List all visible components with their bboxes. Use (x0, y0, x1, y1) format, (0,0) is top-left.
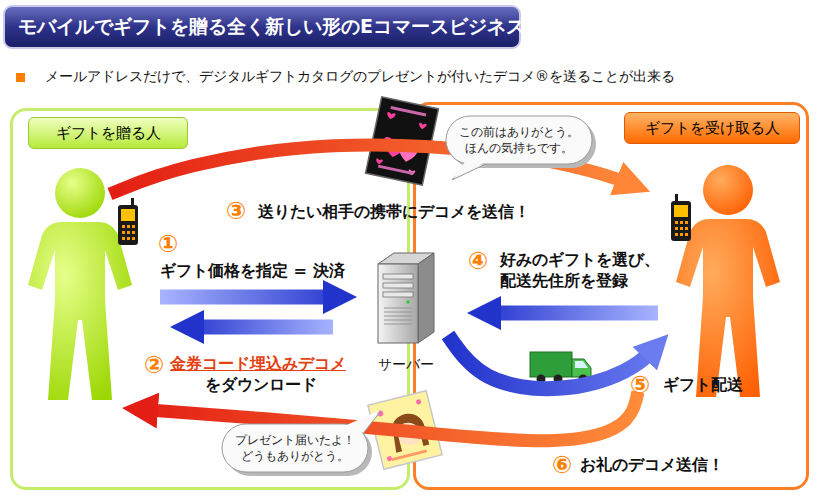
vent-line (384, 324, 412, 325)
delivery-arrow (448, 335, 658, 389)
phone-key (132, 231, 135, 234)
phone-screen (121, 209, 135, 221)
payment-arrow (160, 290, 342, 305)
server-node: サーバー (368, 250, 444, 374)
bubble-text: プレゼント届いたよ！ どうもありがとう。 (228, 432, 362, 464)
bubble-outline (222, 424, 368, 472)
figure-body (676, 219, 780, 397)
heart (375, 158, 383, 165)
truck-wheel (579, 375, 588, 384)
phone-key (675, 233, 678, 236)
card-line (378, 165, 414, 175)
server-side (418, 253, 434, 343)
sender-figure (28, 168, 132, 400)
phone-key (675, 227, 678, 230)
callout-number: ① (158, 232, 178, 256)
callout-number: ④ (468, 249, 488, 273)
delivery-truck (530, 352, 591, 384)
phone-body (118, 205, 138, 245)
phone-key (122, 231, 125, 234)
step-text: お礼のデコメ送信！ (580, 455, 724, 476)
girl-eye (413, 429, 417, 433)
vent-line (384, 312, 412, 313)
step-text: 金券コード埋込みデコメ (170, 354, 346, 375)
panel-heading: ギフトを受け取る人 (624, 112, 800, 144)
bullet-square (16, 73, 25, 82)
drive-bay (383, 292, 413, 297)
step-text: ギフト価格を指定 = 決済 (160, 261, 345, 282)
phone-key (127, 231, 130, 234)
connector-group (110, 145, 658, 441)
mobile-phone (118, 198, 138, 245)
card-line (390, 106, 426, 116)
phone-key (685, 227, 688, 230)
vent-line (384, 316, 412, 317)
mobile-phone (671, 194, 691, 241)
drive-bay (383, 283, 413, 288)
receiver-figure (676, 165, 780, 397)
truck-cargo (530, 352, 572, 377)
thanks-reply-arrow (135, 392, 638, 441)
callout-number: ⑤ (630, 373, 650, 397)
card-face (368, 391, 442, 470)
phone-key (675, 221, 678, 224)
truck-wheel (554, 375, 563, 384)
step-text: 送りたい相手の携帯にデコメを送信！ (258, 202, 530, 223)
server-symbol (368, 250, 444, 346)
vent-line (384, 320, 412, 321)
heart (386, 112, 396, 120)
callout-number: ② (144, 353, 164, 377)
card-dot (416, 399, 422, 405)
diagram-title: モバイルでギフトを贈る全く新しい形のEコマースビジネス (18, 14, 525, 40)
phone-key (122, 225, 125, 228)
thanks-card (368, 391, 442, 470)
bullet-text: メールアドレスだけで、デジタルギフトカタログのプレゼントが付いたデコメ®を送るこ… (45, 67, 675, 85)
phone-key (680, 233, 683, 236)
girl-eye (403, 431, 407, 435)
girl-hair (388, 410, 430, 453)
truck-cab (572, 359, 591, 377)
phone-key (122, 237, 125, 240)
phone-key (680, 221, 683, 224)
drive-bay (383, 274, 413, 279)
phone-key (127, 225, 130, 228)
card-line (391, 449, 427, 461)
speech-bubble: この前はありがとう。 ほんの気持ちです。 (446, 116, 592, 164)
heart (397, 145, 418, 163)
server-front (378, 264, 418, 343)
phone-body (671, 201, 691, 241)
phone-key (132, 237, 135, 240)
figure-head (55, 168, 105, 218)
phone-screen (674, 205, 688, 217)
bubble-body (446, 116, 592, 164)
bubble-tail-join (452, 156, 490, 178)
vent-line (384, 308, 412, 309)
phone-key (685, 221, 688, 224)
step-text: 好みのギフトを選び、 配送先住所を登録 (500, 250, 676, 292)
speech-bubble: プレゼント届いたよ！ どうもありがとう。 (222, 424, 368, 472)
phone-key (685, 233, 688, 236)
download-arrow (185, 320, 333, 335)
phone-key (680, 227, 683, 230)
truck-window (575, 361, 588, 368)
truck-wheel (537, 375, 546, 384)
gift-select-arrow (482, 306, 658, 321)
step-text: をダウンロード (205, 375, 317, 396)
callout-number: ⑥ (552, 453, 572, 477)
phone-key (127, 237, 130, 240)
figure-body (28, 222, 132, 400)
figure-head (703, 165, 753, 215)
heart (418, 123, 427, 130)
server-label: サーバー (368, 356, 444, 374)
step-text: ギフト配送 (663, 375, 743, 396)
phone-key (132, 225, 135, 228)
bubble-text: この前はありがとう。 ほんの気持ちです。 (452, 124, 586, 156)
panel-heading: ギフトを贈る人 (28, 117, 188, 149)
callout-number: ③ (226, 199, 246, 223)
bubble-outline (446, 116, 592, 164)
power-led (406, 300, 410, 304)
